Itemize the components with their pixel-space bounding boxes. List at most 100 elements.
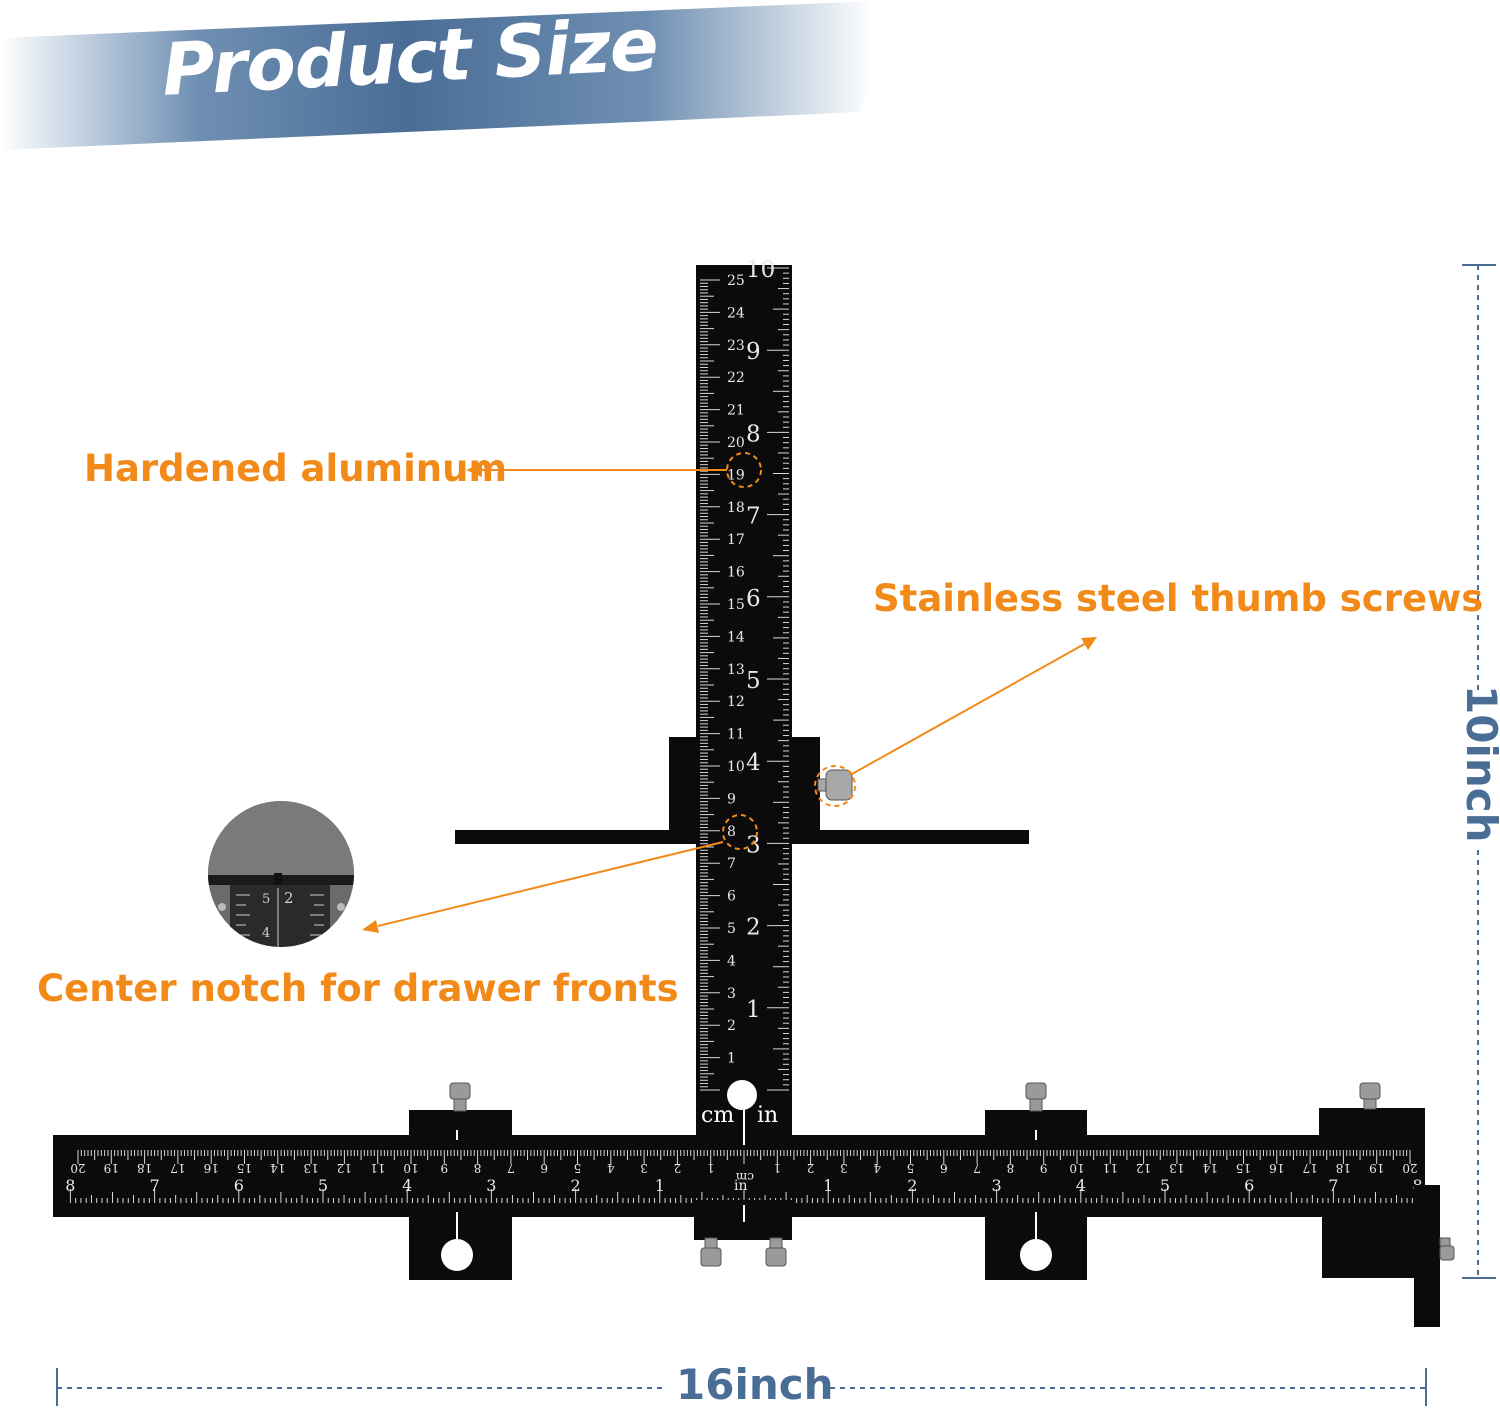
- center-notch-inset: 5 2 4: [208, 801, 354, 947]
- horizontal-cm-number: 6: [940, 1161, 948, 1175]
- horizontal-cm-number: 9: [440, 1161, 448, 1175]
- horizontal-cm-number: 1: [707, 1161, 715, 1175]
- vertical-in-number: 2: [746, 915, 761, 941]
- horizontal-cm-number: 11: [1103, 1161, 1118, 1175]
- vertical-cm-number: 12: [727, 694, 745, 710]
- horizontal-in-number: 3: [486, 1176, 496, 1195]
- horizontal-cm-number: 12: [1136, 1161, 1151, 1175]
- thumb-screw-left: [449, 1082, 471, 1112]
- vertical-ruler-labels: 1234567891011121314151617181920212223242…: [727, 257, 775, 1067]
- vertical-cm-number: 21: [727, 403, 745, 419]
- horizontal-cm-number: 1: [773, 1161, 781, 1175]
- unit-cm-label: cm: [701, 1103, 734, 1128]
- vertical-in-number: 7: [746, 504, 761, 530]
- callout-arrows: [362, 463, 1097, 933]
- height-dimension-label: 10inch: [1457, 685, 1500, 843]
- vertical-cm-number: 2: [727, 1018, 736, 1034]
- horizontal-cm-number: 17: [170, 1161, 185, 1175]
- horizontal-cm-number: 15: [237, 1161, 252, 1175]
- horizontal-cm-number: 15: [1236, 1161, 1251, 1175]
- vertical-cm-number: 4: [727, 953, 736, 969]
- horizontal-cm-number: 3: [640, 1161, 648, 1175]
- horizontal-in-number: 7: [150, 1176, 160, 1195]
- horizontal-in-number: 6: [1244, 1176, 1254, 1195]
- width-dimension-line: [56, 1368, 1427, 1406]
- horizontal-cm-number: 14: [1202, 1161, 1218, 1175]
- horizontal-ruler-ticks: [69, 1150, 1419, 1203]
- center-cm-label: cm: [735, 1170, 754, 1184]
- horizontal-in-number: 1: [823, 1176, 833, 1195]
- vertical-cm-number: 16: [727, 565, 745, 581]
- vertical-cm-number: 18: [727, 500, 745, 516]
- horizontal-cm-number: 2: [674, 1161, 682, 1175]
- horizontal-cm-number: 16: [1269, 1161, 1284, 1175]
- end-stop: [1319, 1108, 1440, 1327]
- horizontal-cm-number: 6: [540, 1161, 548, 1175]
- vertical-cm-number: 8: [727, 824, 736, 840]
- horizontal-cm-number: 19: [104, 1161, 119, 1175]
- vertical-in-number: 3: [746, 832, 761, 858]
- highlight-aluminum: [726, 452, 762, 488]
- vertical-cm-number: 13: [727, 662, 745, 678]
- horizontal-cm-number: 2: [807, 1161, 815, 1175]
- horizontal-cm-number: 18: [1336, 1161, 1351, 1175]
- thumb-screw-right: [1025, 1082, 1047, 1112]
- vertical-cm-number: 22: [727, 370, 745, 386]
- thumb-screw-bottom-1: [700, 1237, 722, 1267]
- vertical-in-number: 4: [746, 750, 761, 776]
- horizontal-cm-number: 11: [370, 1161, 385, 1175]
- inset-number-1: 5: [262, 892, 270, 907]
- inset-number-2: 2: [284, 889, 294, 907]
- vertical-cm-number: 6: [727, 889, 736, 905]
- horizontal-cm-number: 7: [507, 1161, 515, 1175]
- thumb-screw-end: [1359, 1082, 1381, 1110]
- vertical-cm-number: 17: [727, 532, 745, 548]
- horizontal-in-number: 1: [655, 1176, 665, 1195]
- horizontal-in-number: 4: [1076, 1176, 1086, 1195]
- vertical-cm-number: 11: [727, 727, 745, 743]
- vertical-cm-number: 9: [727, 791, 736, 807]
- center-hub: [694, 1080, 792, 1240]
- left-stop: [409, 1110, 512, 1280]
- vertical-cm-number: 5: [727, 921, 736, 937]
- horizontal-cm-number: 16: [204, 1161, 219, 1175]
- callout-center-notch: Center notch for drawer fronts: [37, 967, 679, 1010]
- horizontal-in-number: 2: [907, 1176, 917, 1195]
- horizontal-cm-number: 19: [1369, 1161, 1384, 1175]
- vertical-in-number: 1: [746, 997, 761, 1023]
- horizontal-cm-number: 12: [337, 1161, 352, 1175]
- callout-hardened-aluminum: Hardened aluminum: [84, 447, 508, 490]
- vertical-cm-number: 19: [727, 467, 745, 483]
- vertical-ruler: [696, 265, 792, 1145]
- horizontal-cm-number: 3: [840, 1161, 848, 1175]
- horizontal-in-number: 8: [65, 1176, 75, 1195]
- thumb-screw-bottom-2: [765, 1237, 787, 1267]
- horizontal-in-number: 7: [1328, 1176, 1338, 1195]
- horizontal-cm-number: 10: [1069, 1161, 1084, 1175]
- horizontal-cm-number: 8: [474, 1161, 482, 1175]
- horizontal-cm-number: 20: [70, 1161, 85, 1175]
- thumb-screw-side: [1439, 1237, 1455, 1261]
- horizontal-in-number: 4: [402, 1176, 412, 1195]
- unit-in-label: in: [757, 1103, 778, 1128]
- callout-thumb-screws: Stainless steel thumb screws: [873, 577, 1484, 620]
- horizontal-in-number: 3: [992, 1176, 1002, 1195]
- vertical-in-number: 6: [746, 586, 761, 612]
- height-dimension-line: [1462, 264, 1496, 1279]
- thumb-screw-slide: [817, 769, 853, 801]
- highlight-notch: [722, 814, 758, 850]
- vertical-cm-number: 10: [727, 759, 745, 775]
- horizontal-cm-number: 8: [1007, 1161, 1015, 1175]
- horizontal-cm-number: 4: [873, 1161, 881, 1175]
- vertical-cm-number: 7: [727, 856, 736, 872]
- horizontal-cm-number: 13: [1169, 1161, 1184, 1175]
- horizontal-cm-number: 20: [1402, 1161, 1417, 1175]
- horizontal-in-number: 2: [571, 1176, 581, 1195]
- horizontal-in-number: 6: [234, 1176, 244, 1195]
- vertical-cm-number: 23: [727, 338, 745, 354]
- vertical-cm-number: 15: [727, 597, 745, 613]
- horizontal-cm-number: 5: [907, 1161, 915, 1175]
- center-in-label: in: [734, 1178, 748, 1194]
